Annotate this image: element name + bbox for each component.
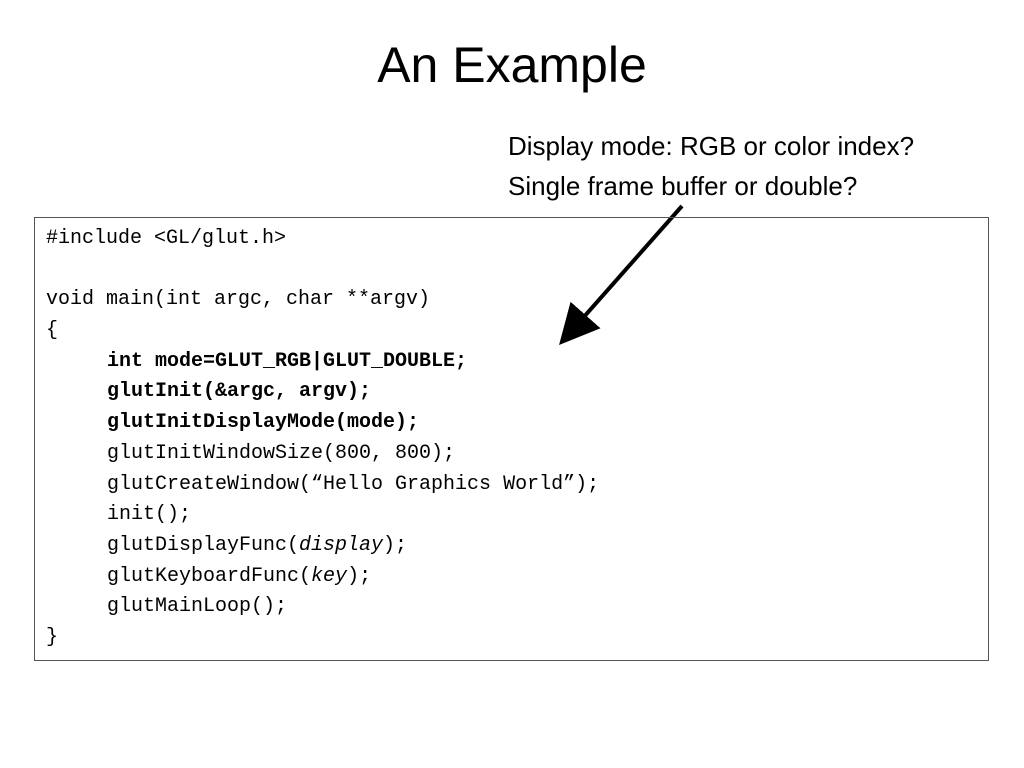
code-line-window-size: glutInitWindowSize(800, 800); (107, 441, 456, 465)
code-line-init: init(); (107, 503, 192, 527)
code-line-create-window: glutCreateWindow(“Hello Graphics World”)… (107, 472, 600, 496)
code-line-mode: int mode=GLUT_RGB|GLUT_DOUBLE; (107, 349, 468, 373)
code-line-include: #include <GL/glut.h> (46, 227, 287, 250)
keyboard-func-prefix: glutKeyboardFunc( (107, 564, 312, 588)
callout-text: Display mode: RGB or color index? Single… (508, 126, 914, 206)
code-line-open-brace: { (46, 319, 59, 343)
code-block: #include <GL/glut.h> void main(int argc,… (34, 217, 989, 661)
keyboard-func-suffix: ); (347, 564, 372, 588)
code-line-display-mode: glutInitDisplayMode(mode); (107, 411, 420, 435)
display-func-suffix: ); (383, 533, 408, 557)
callout-line-2: Single frame buffer or double? (508, 171, 858, 201)
code-line-keyboard-func: glutKeyboardFunc(key); (46, 562, 988, 593)
code-line-close-brace: } (46, 625, 59, 649)
display-func-prefix: glutDisplayFunc( (107, 533, 300, 557)
slide-title: An Example (377, 37, 647, 93)
code-line-glut-init: glutInit(&argc, argv); (107, 380, 372, 404)
code-line-main-signature: void main(int argc, char **argv) (46, 288, 431, 312)
code-line-display-func: glutDisplayFunc(display); (46, 531, 988, 562)
code-line-blank (46, 255, 988, 286)
code-line-main-loop: glutMainLoop(); (107, 595, 288, 619)
display-func-arg: display (299, 533, 384, 557)
callout-line-1: Display mode: RGB or color index? (508, 131, 915, 161)
keyboard-func-arg: key (311, 564, 348, 588)
